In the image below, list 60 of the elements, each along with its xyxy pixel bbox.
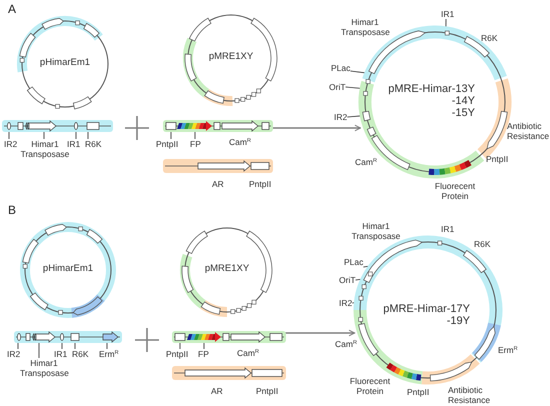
feature-label: PLac: [344, 257, 364, 267]
leader-line: [194, 132, 196, 140]
feature-label: IR2: [7, 349, 20, 359]
feature-label: PntpII: [486, 154, 508, 164]
feature-label: Erm$^{R}$: [498, 345, 518, 355]
leader-line: [352, 302, 357, 304]
leader-line: [38, 342, 40, 358]
plasmid-name: pMRE1XY: [208, 52, 254, 62]
leader-line: [74, 342, 76, 350]
feature-label: AR: [211, 386, 223, 396]
feature-label: PntpII: [166, 349, 188, 359]
feature-label: PntpII: [256, 386, 278, 396]
feature-label: R6K: [85, 139, 102, 149]
feature-label: Antibiotic Resistance: [448, 385, 492, 405]
plasmid-name: pMRE-Himar-17Y -19Y: [382, 303, 470, 327]
feature-label: AR: [212, 179, 224, 189]
feature-label: PntpII: [156, 139, 178, 149]
feature-label: PntpII: [407, 387, 430, 397]
feature-label: FP: [190, 139, 201, 149]
leader-line: [350, 70, 368, 74]
feature-label: Antibiotic Resistance: [507, 121, 550, 141]
feature-label: Cam$^{R}$: [355, 157, 377, 167]
leader-line: [345, 86, 363, 89]
feature-label: Cam$^{R}$: [229, 137, 251, 147]
panel-letter: B: [8, 203, 16, 217]
feature-label: Fluorecent Protein: [434, 181, 476, 201]
feature-label: Erm$^{R}$: [99, 349, 119, 359]
feature-label: PntpII: [249, 179, 272, 189]
feature-label: IR1: [54, 349, 68, 359]
plasmid-name: pHimarEm1: [42, 264, 94, 274]
leader-line: [346, 115, 363, 118]
arrow: [283, 330, 356, 336]
feature-label: PLac: [331, 63, 350, 73]
feature-label: R6K: [72, 349, 89, 359]
feature-label: Fluorecent Protein: [348, 376, 392, 396]
feature-label: R6K: [474, 239, 491, 249]
feature-label: Cam$^{R}$: [335, 339, 357, 349]
feature-label: IR1: [441, 224, 454, 234]
leader-line: [8, 132, 10, 140]
feature-label: Himar1 Transposase: [20, 358, 68, 378]
feature-label: IR2: [4, 139, 18, 149]
plasmid-name: pMRE-Himar-13Y -14Y -15Y: [387, 83, 475, 119]
feature-label: OriT: [339, 275, 356, 285]
leader-line: [445, 18, 446, 30]
feature-label: IR2: [339, 298, 352, 308]
feature-label: IR1: [67, 139, 80, 149]
leader-line: [106, 342, 108, 350]
feature-label: FP: [198, 349, 209, 359]
plasmid-name: pHimarEm1: [38, 58, 92, 68]
feature-label: Himar1 Transposase: [20, 139, 70, 159]
feature-label: Himar1 Transposase: [350, 221, 402, 241]
feature-label: OriT: [329, 82, 346, 92]
feature-label: Himar1 Transposase: [341, 17, 389, 37]
panel-letter: A: [8, 2, 16, 16]
plasmid-name: pMRE1XY: [204, 264, 250, 274]
feature-label: IR2: [334, 112, 348, 122]
feature-label: Cam$^{R}$: [237, 348, 259, 358]
leader-line: [170, 132, 172, 140]
feature-label: R6K: [481, 33, 498, 43]
feature-label: IR1: [441, 9, 454, 19]
